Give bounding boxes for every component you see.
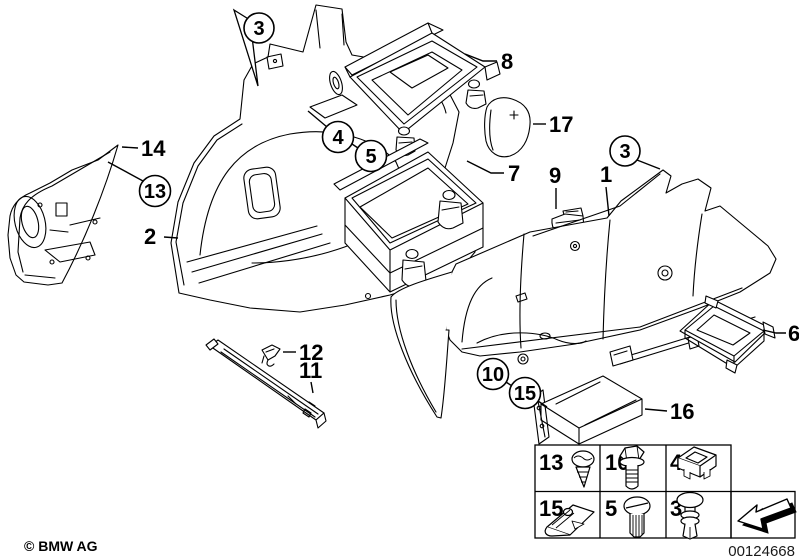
callout-9-label[interactable]: 9 bbox=[549, 163, 561, 188]
copyright-text: © BMW AG bbox=[24, 538, 98, 554]
callout-8[interactable]: 8 bbox=[464, 49, 513, 74]
callout-circle-4[interactable]: 4 bbox=[307, 110, 355, 154]
legend-5-number[interactable]: 5 bbox=[605, 496, 617, 521]
sill-strip bbox=[205, 338, 327, 429]
callout-10-label[interactable]: 10 bbox=[482, 364, 504, 386]
callout-12[interactable]: 12 bbox=[283, 340, 323, 365]
callout-15-label[interactable]: 15 bbox=[514, 383, 536, 405]
callout-5-label[interactable]: 5 bbox=[365, 146, 376, 168]
cover-flap bbox=[484, 97, 531, 158]
callout-3-right-label[interactable]: 3 bbox=[619, 141, 630, 163]
legend-cell-15[interactable]: 15 bbox=[539, 496, 595, 537]
callout-circle-13[interactable]: 13 bbox=[107, 161, 172, 208]
callout-circle-5[interactable]: 5 bbox=[351, 139, 388, 173]
callout-14[interactable]: 14 bbox=[121, 136, 166, 161]
callout-9[interactable]: 9 bbox=[549, 163, 561, 209]
slotted-screw-rivet-icon bbox=[623, 496, 651, 538]
battery-box bbox=[333, 138, 484, 293]
callout-circle-15[interactable]: 15 bbox=[508, 376, 548, 410]
callout-6[interactable]: 6 bbox=[762, 321, 799, 346]
storage-tray-with-rail bbox=[609, 295, 776, 374]
document-number: 00124668 bbox=[728, 543, 795, 559]
callout-2-label[interactable]: 2 bbox=[144, 224, 156, 249]
callout-1[interactable]: 1 bbox=[600, 162, 612, 217]
hex-flange-bolt-icon bbox=[619, 445, 645, 490]
spring-clip-icon bbox=[544, 504, 595, 537]
pan-head-screw-icon bbox=[571, 450, 595, 488]
continue-arrow-icon[interactable] bbox=[737, 498, 797, 534]
callout-14-label[interactable]: 14 bbox=[141, 136, 166, 161]
strip-clip bbox=[261, 344, 281, 367]
callout-2[interactable]: 2 bbox=[144, 224, 179, 249]
callout-6-label[interactable]: 6 bbox=[788, 321, 799, 346]
mounting-box bbox=[532, 375, 643, 445]
callout-13-label[interactable]: 13 bbox=[144, 181, 166, 203]
callout-11-label[interactable]: 11 bbox=[299, 358, 322, 383]
callout-circle-3-right[interactable]: 3 bbox=[609, 135, 661, 170]
callout-17-label[interactable]: 17 bbox=[549, 112, 573, 137]
legend-cell-13[interactable]: 13 bbox=[539, 450, 595, 488]
legend-cell-4[interactable]: 4 bbox=[670, 446, 717, 480]
callout-4-label[interactable]: 4 bbox=[332, 127, 344, 149]
callout-1-label[interactable]: 1 bbox=[600, 162, 612, 187]
callout-16-label[interactable]: 16 bbox=[670, 399, 694, 424]
callout-16[interactable]: 16 bbox=[644, 399, 694, 424]
callout-3-top-label[interactable]: 3 bbox=[253, 18, 264, 40]
right-lateral-trim-panel bbox=[390, 169, 777, 419]
callout-circle-10[interactable]: 10 bbox=[476, 357, 513, 391]
expansion-grommet-icon bbox=[677, 446, 717, 480]
callout-12-label[interactable]: 12 bbox=[299, 340, 323, 365]
expansion-rivet-icon bbox=[676, 491, 704, 540]
view-pointer-arrow-icon bbox=[232, 8, 259, 87]
callout-7-label[interactable]: 7 bbox=[508, 161, 520, 186]
legend-cell-3[interactable]: 3 bbox=[670, 491, 704, 540]
callout-7[interactable]: 7 bbox=[466, 160, 520, 186]
callout-17[interactable]: 17 bbox=[533, 112, 573, 137]
legend-cell-10[interactable]: 10 bbox=[605, 445, 645, 490]
rear-door-trim-panel bbox=[7, 144, 119, 286]
legend-cell-5[interactable]: 5 bbox=[605, 496, 651, 538]
callout-8-label[interactable]: 8 bbox=[501, 49, 513, 74]
legend-13-number[interactable]: 13 bbox=[539, 450, 563, 475]
battery-cover-tray bbox=[344, 22, 501, 156]
callout-11[interactable]: 11 bbox=[299, 358, 322, 394]
callout-circle-3-top[interactable]: 3 bbox=[232, 8, 275, 87]
fastener-legend-table: 13 10 4 bbox=[534, 444, 797, 540]
